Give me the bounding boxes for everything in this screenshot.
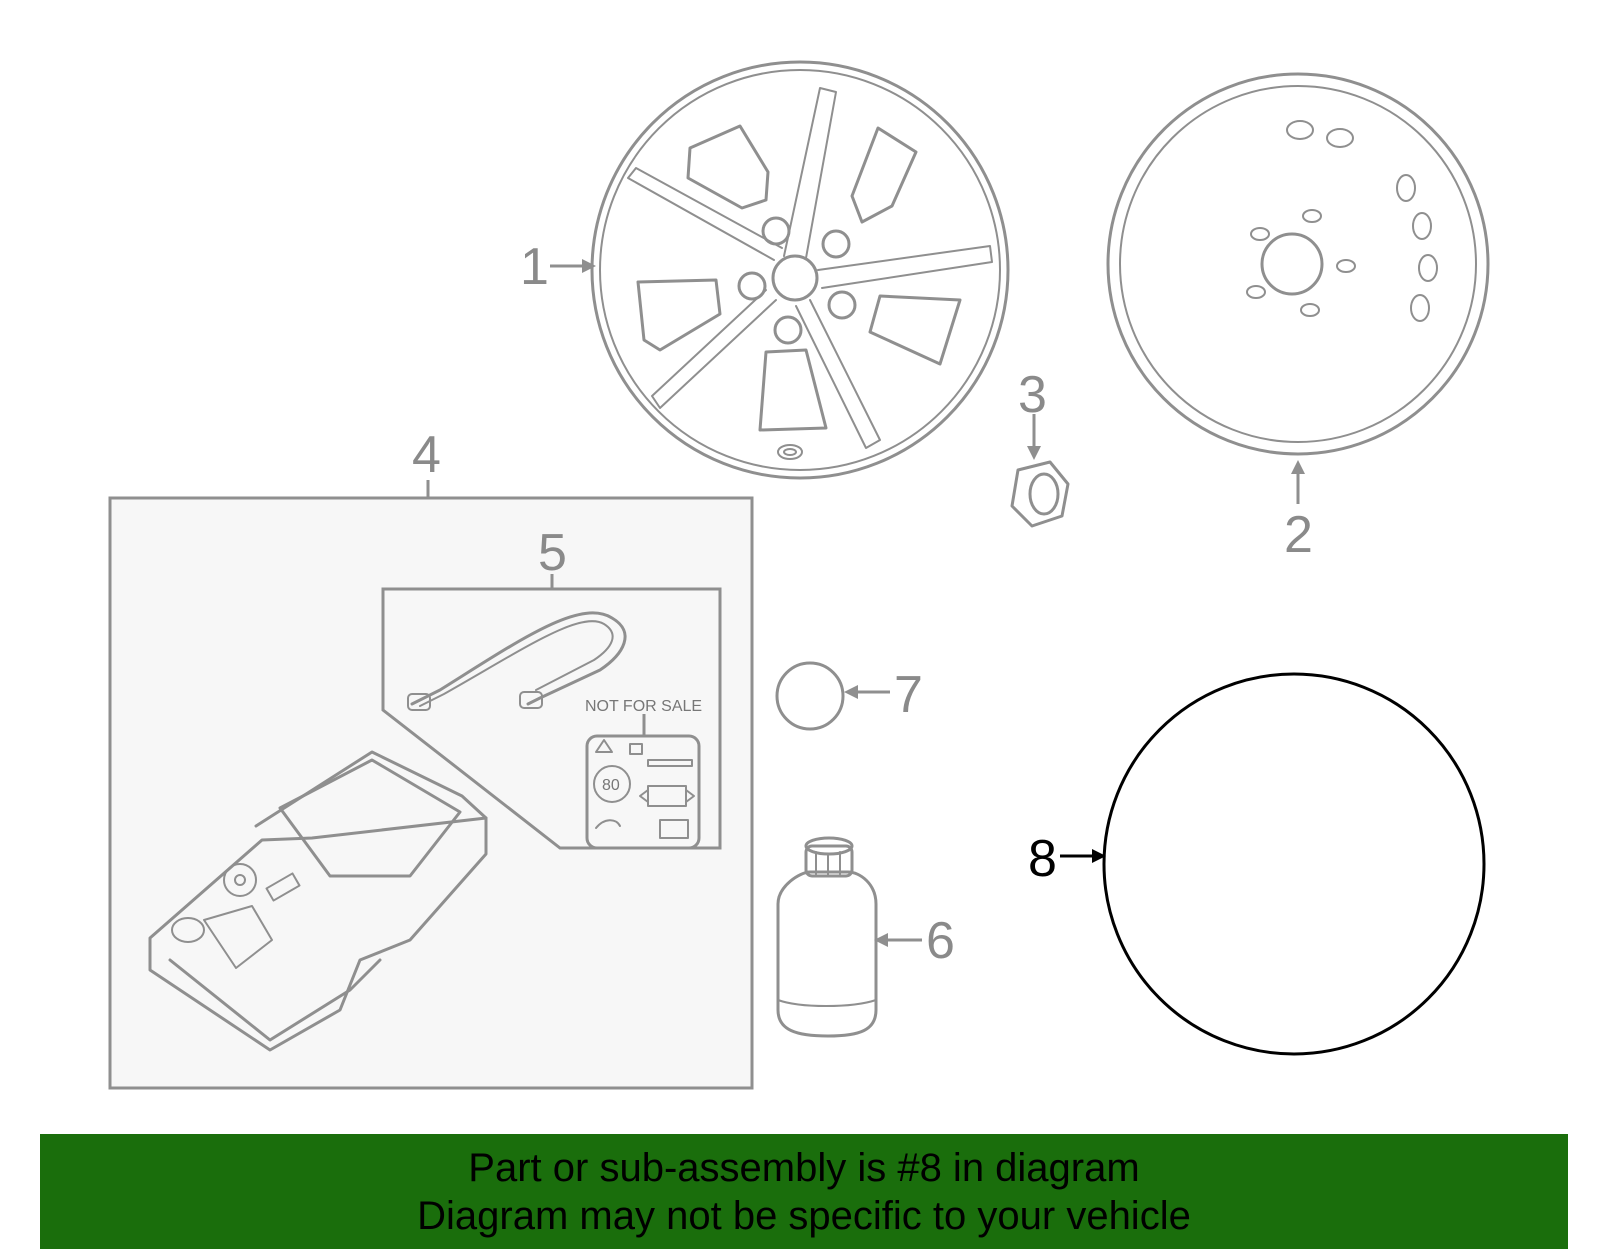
sealant-bottle-part-6[interactable]	[776, 836, 878, 1038]
lug-nut-part-3[interactable]	[1010, 460, 1070, 528]
leader-lines	[426, 259, 1305, 947]
callout-8: 8	[1028, 830, 1057, 888]
callout-5: 5	[538, 524, 567, 582]
not-for-sale-label: NOT FOR SALE	[585, 698, 702, 715]
callout-2: 2	[1284, 506, 1313, 564]
callout-4: 4	[412, 426, 441, 484]
spare-wheel-part-2[interactable]	[1106, 72, 1490, 456]
alloy-wheel-part-1[interactable]	[590, 60, 1010, 480]
callout-7: 7	[894, 666, 923, 724]
banner-line-1: Part or sub-assembly is #8 in diagram	[468, 1146, 1140, 1190]
gauge-reading: 80	[602, 777, 620, 794]
info-banner: Part or sub-assembly is #8 in diagram Di…	[40, 1134, 1568, 1249]
tire-mobility-kit-part-4[interactable]: NOT FOR SALE 80	[108, 496, 754, 1090]
seal-ring-part-7[interactable]	[775, 661, 845, 731]
callout-3: 3	[1018, 366, 1047, 424]
callout-6: 6	[926, 912, 955, 970]
callout-1: 1	[520, 238, 549, 296]
banner-line-2: Diagram may not be specific to your vehi…	[417, 1194, 1191, 1238]
highlighted-ring-part-8[interactable]	[1102, 672, 1486, 1056]
